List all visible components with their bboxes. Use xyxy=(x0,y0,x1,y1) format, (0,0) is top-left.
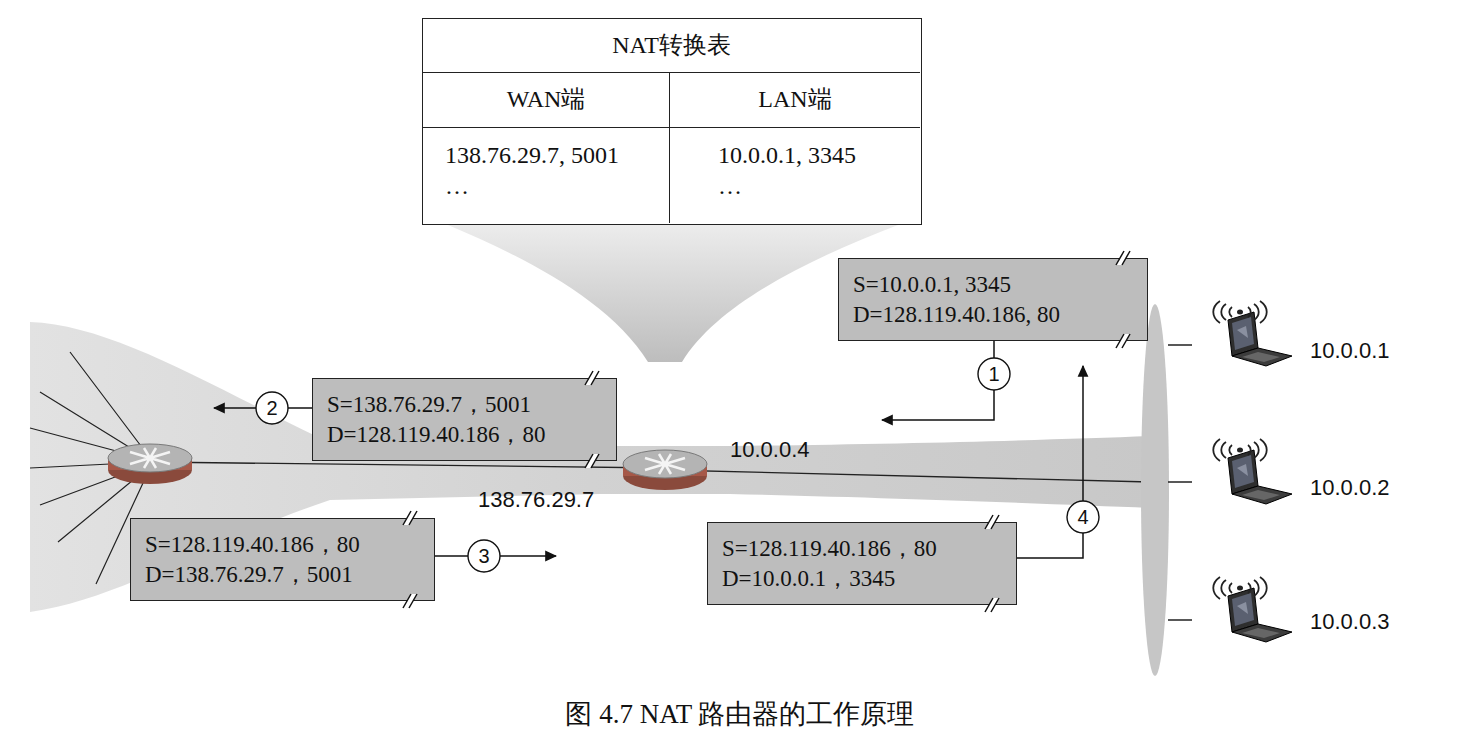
ip-address-label: 10.0.0.3 xyxy=(1310,609,1390,635)
callout-number: 3 xyxy=(468,540,500,572)
packet-box: S=128.119.40.186，80D=138.76.29.7，5001 xyxy=(130,518,435,601)
packet-header-text: D=128.119.40.186，80 xyxy=(327,420,545,449)
table-cell: WAN端 xyxy=(423,73,670,128)
packet-header-text: D=10.0.0.1，3345 xyxy=(722,564,895,593)
flow-arrow xyxy=(214,407,256,409)
table-cell: 10.0.0.1, 3345… xyxy=(670,128,920,223)
packet-header-text: S=10.0.0.1, 3345 xyxy=(853,270,1011,299)
packet-box: S=128.119.40.186，80D=10.0.0.1，3345 xyxy=(707,522,1017,605)
packet-header-text: D=138.76.29.7，5001 xyxy=(145,560,353,589)
callout-number: 4 xyxy=(1067,501,1099,533)
callout-leader xyxy=(435,555,468,557)
table-cell-text: WAN端 xyxy=(507,84,586,115)
callout-number: 2 xyxy=(256,392,288,424)
table-cell: 138.76.29.7, 5001… xyxy=(423,128,670,223)
packet-header-text: S=128.119.40.186，80 xyxy=(722,534,937,563)
callout-leader xyxy=(993,341,995,358)
table-cell-text: 10.0.0.1, 3345 xyxy=(718,140,920,171)
table-cell-text: … xyxy=(718,171,920,202)
callout-leader xyxy=(1017,533,1083,558)
ip-address-label: 10.0.0.1 xyxy=(1310,338,1390,364)
table-cell-text: 138.76.29.7, 5001 xyxy=(445,140,669,171)
packet-box: S=10.0.0.1, 3345D=128.119.40.186, 80 xyxy=(838,258,1148,341)
ip-address-label: 10.0.0.4 xyxy=(730,437,810,463)
callout-leader xyxy=(288,407,312,409)
table-cell: LAN端 xyxy=(670,73,920,128)
table-title: NAT转换表 xyxy=(612,30,731,61)
table-cell-text: LAN端 xyxy=(758,84,831,115)
packet-box: S=138.76.29.7，5001D=128.119.40.186，80 xyxy=(312,378,617,461)
packet-header-text: S=128.119.40.186，80 xyxy=(145,530,360,559)
figure-caption: 图 4.7 NAT 路由器的工作原理 xyxy=(0,697,1480,731)
flow-arrow xyxy=(1082,366,1084,501)
packet-header-text: D=128.119.40.186, 80 xyxy=(853,300,1060,329)
table-cell-text: … xyxy=(445,171,669,202)
flow-arrow xyxy=(882,390,994,420)
nat-table: NAT转换表WAN端LAN端138.76.29.7, 5001…10.0.0.1… xyxy=(422,18,922,225)
ip-address-label: 10.0.0.2 xyxy=(1310,475,1390,501)
ip-address-label: 138.76.29.7 xyxy=(478,487,594,513)
flow-arrow xyxy=(500,555,556,557)
table-cell: NAT转换表 xyxy=(423,19,920,73)
callout-number: 1 xyxy=(978,358,1010,390)
packet-header-text: S=138.76.29.7，5001 xyxy=(327,390,531,419)
